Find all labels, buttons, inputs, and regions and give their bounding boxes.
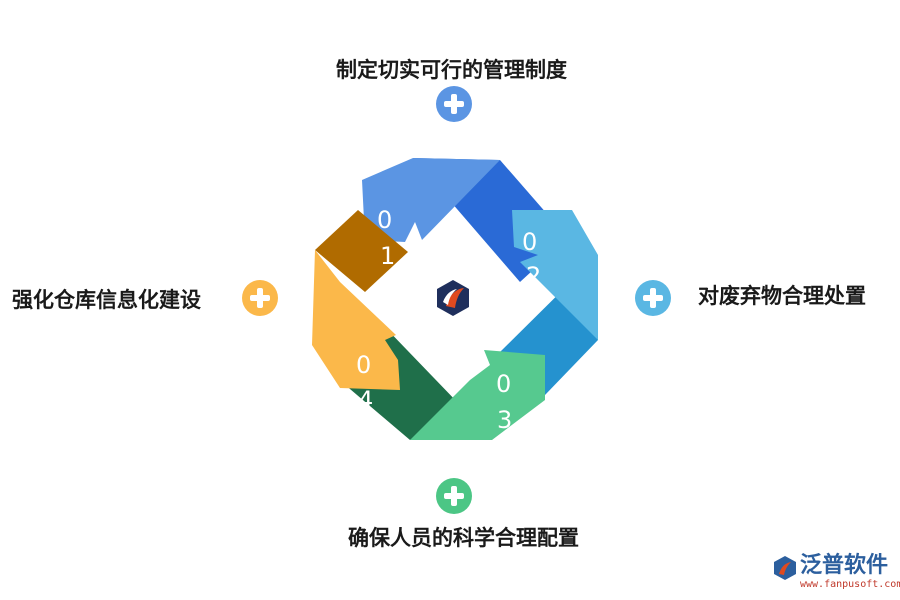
step-3-number-digit-2: 3	[497, 406, 512, 434]
step-1-label: 制定切实可行的管理制度	[336, 58, 567, 82]
step-2-number-digit-2: 2	[526, 262, 541, 290]
plus-icon-step-3	[436, 478, 472, 514]
segment-step-4	[312, 210, 408, 390]
step-1-number-digit-2: 1	[380, 242, 395, 270]
plus-icon-step-1	[436, 86, 472, 122]
step-2-label: 对废弃物合理处置	[698, 284, 866, 308]
step-4-number-digit-1: 0	[356, 351, 371, 379]
step-1-number-digit-1: 0	[377, 206, 392, 234]
brand-url: www.fanpusoft.com	[800, 579, 900, 590]
plus-icon-step-4	[242, 280, 278, 316]
step-4-number-digit-2: 4	[358, 386, 373, 414]
brand-mark-icon	[774, 556, 796, 580]
center-logo-icon	[437, 280, 469, 316]
step-2-number-digit-1: 0	[522, 228, 537, 256]
brand-name: 泛普软件	[800, 553, 889, 578]
plus-icon-step-2	[635, 280, 671, 316]
step-3-label: 确保人员的科学合理配置	[348, 526, 579, 550]
step-4-label: 强化仓库信息化建设	[12, 288, 201, 312]
step-3-number-digit-1: 0	[496, 370, 511, 398]
